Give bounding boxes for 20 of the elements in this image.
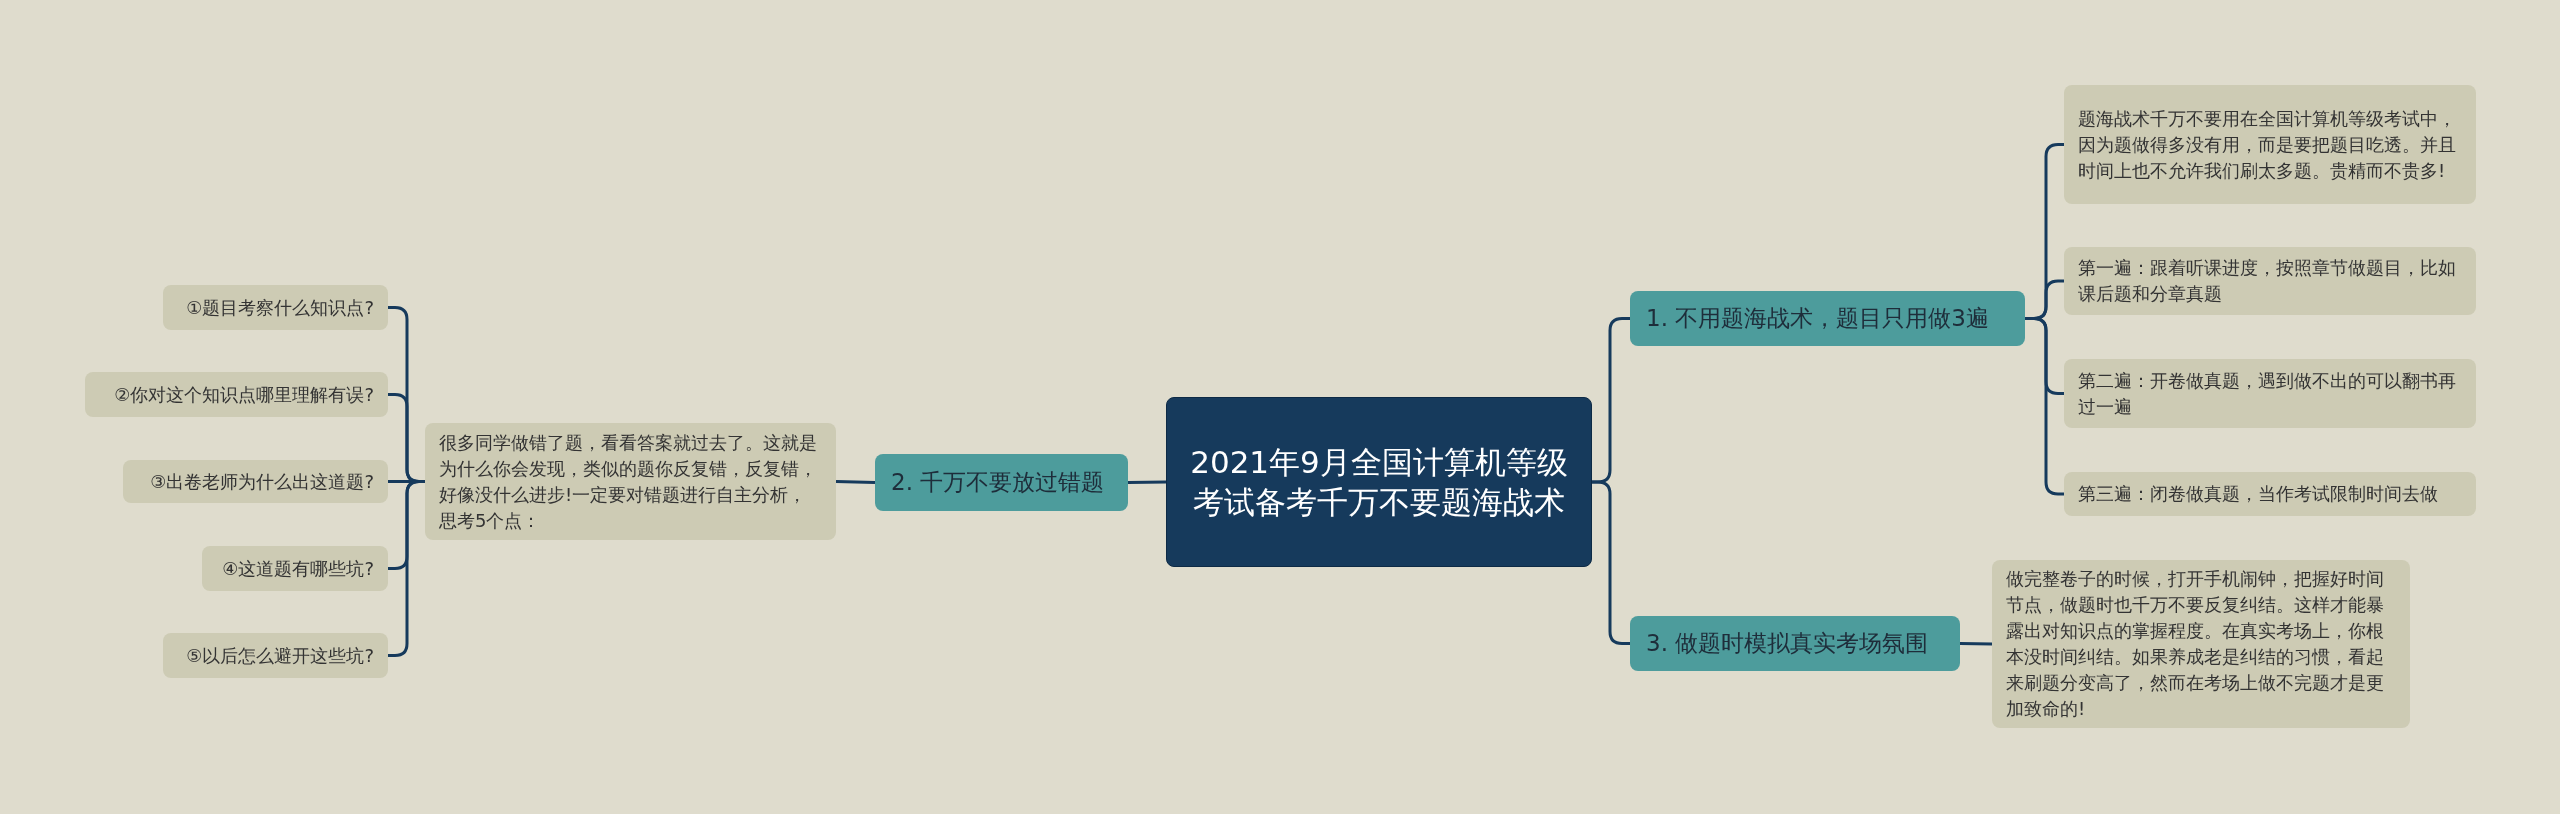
connector-line bbox=[1127, 480, 1167, 484]
question-box: ④这道题有哪些坑? bbox=[202, 546, 388, 591]
question-box: ②你对这个知识点哪里理解有误? bbox=[85, 372, 388, 417]
question-box: ⑤以后怎么避开这些坑? bbox=[163, 633, 388, 678]
note-box: 第一遍：跟着听课进度，按照章节做题目，比如课后题和分章真题 bbox=[2064, 247, 2476, 315]
question-box: ①题目考察什么知识点? bbox=[163, 285, 388, 330]
note-box: 做完整卷子的时候，打开手机闹钟，把握好时间节点，做题时也千万不要反复纠结。这样才能暴露出对知识点的掌握程度。在真实考场上，你根本没时间纠结。如果养成老是纠结的习惯，看起来刷题分变高了，然而在考场上做不完题才是更加致命的! bbox=[1992, 560, 2410, 728]
note-box: 第二遍：开卷做真题，遇到做不出的可以翻书再过一遍 bbox=[2064, 359, 2476, 428]
connector-line bbox=[388, 480, 425, 657]
connector-line bbox=[1592, 480, 1630, 645]
note-box: 很多同学做错了题，看看答案就过去了。这就是为什么你会发现，类似的题你反复错，反复错，好像没什么进步!一定要对错题进行自主分析，思考5个点： bbox=[425, 423, 836, 540]
note-box: 题海战术千万不要用在全国计算机等级考试中，因为题做得多没有用，而是要把题目吃透。并且时间上也不允许我们刷太多题。贵精而不贵多! bbox=[2064, 85, 2476, 204]
question-box: ③出卷老师为什么出这道题? bbox=[123, 460, 388, 503]
note-box: 第三遍：闭卷做真题，当作考试限制时间去做 bbox=[2064, 472, 2476, 516]
branch-topic-box: 2. 千万不要放过错题 bbox=[875, 454, 1128, 511]
connector-line bbox=[1959, 642, 1993, 646]
central-topic-box: 2021年9月全国计算机等级考试备考千万不要题海战术 bbox=[1166, 397, 1592, 567]
branch-topic-box: 3. 做题时模拟真实考场氛围 bbox=[1630, 616, 1960, 671]
branch-topic-box: 1. 不用题海战术，题目只用做3遍 bbox=[1630, 291, 2025, 346]
connector-line bbox=[835, 480, 876, 484]
